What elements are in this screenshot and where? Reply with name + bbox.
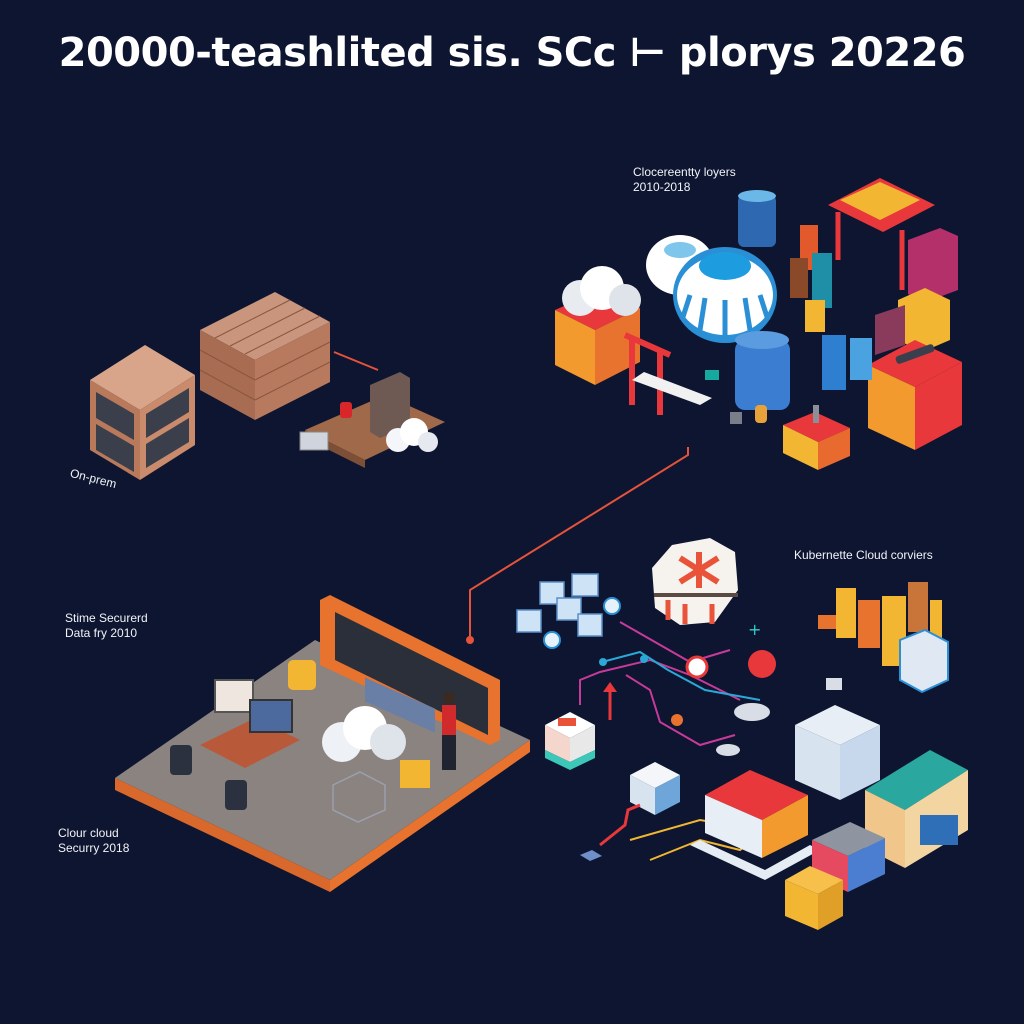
secured-data-label: Stime Securerd Data fry 2010 [65,611,148,640]
workbench-with-cloud-icon [299,372,445,468]
connector-lines [333,351,689,644]
cloud-layers-label: Clocereentty loyers 2010-2018 [633,165,736,194]
server-rack-large-icon [199,292,331,420]
cloud-data-center-icon [555,178,962,470]
page-title: 20000-teashlited sis. SCc ⊢ plorys 20226 [58,30,966,76]
cloud-security-label: Clour cloud Securry 2018 [58,826,130,855]
kubernetes-buildings-icon [580,582,968,930]
security-operations-room-icon [115,595,530,892]
kubernetes-label: Kubernette Cloud corviers [794,548,933,562]
svg-text:+: + [748,620,761,639]
server-rack-small-icon [90,345,195,480]
